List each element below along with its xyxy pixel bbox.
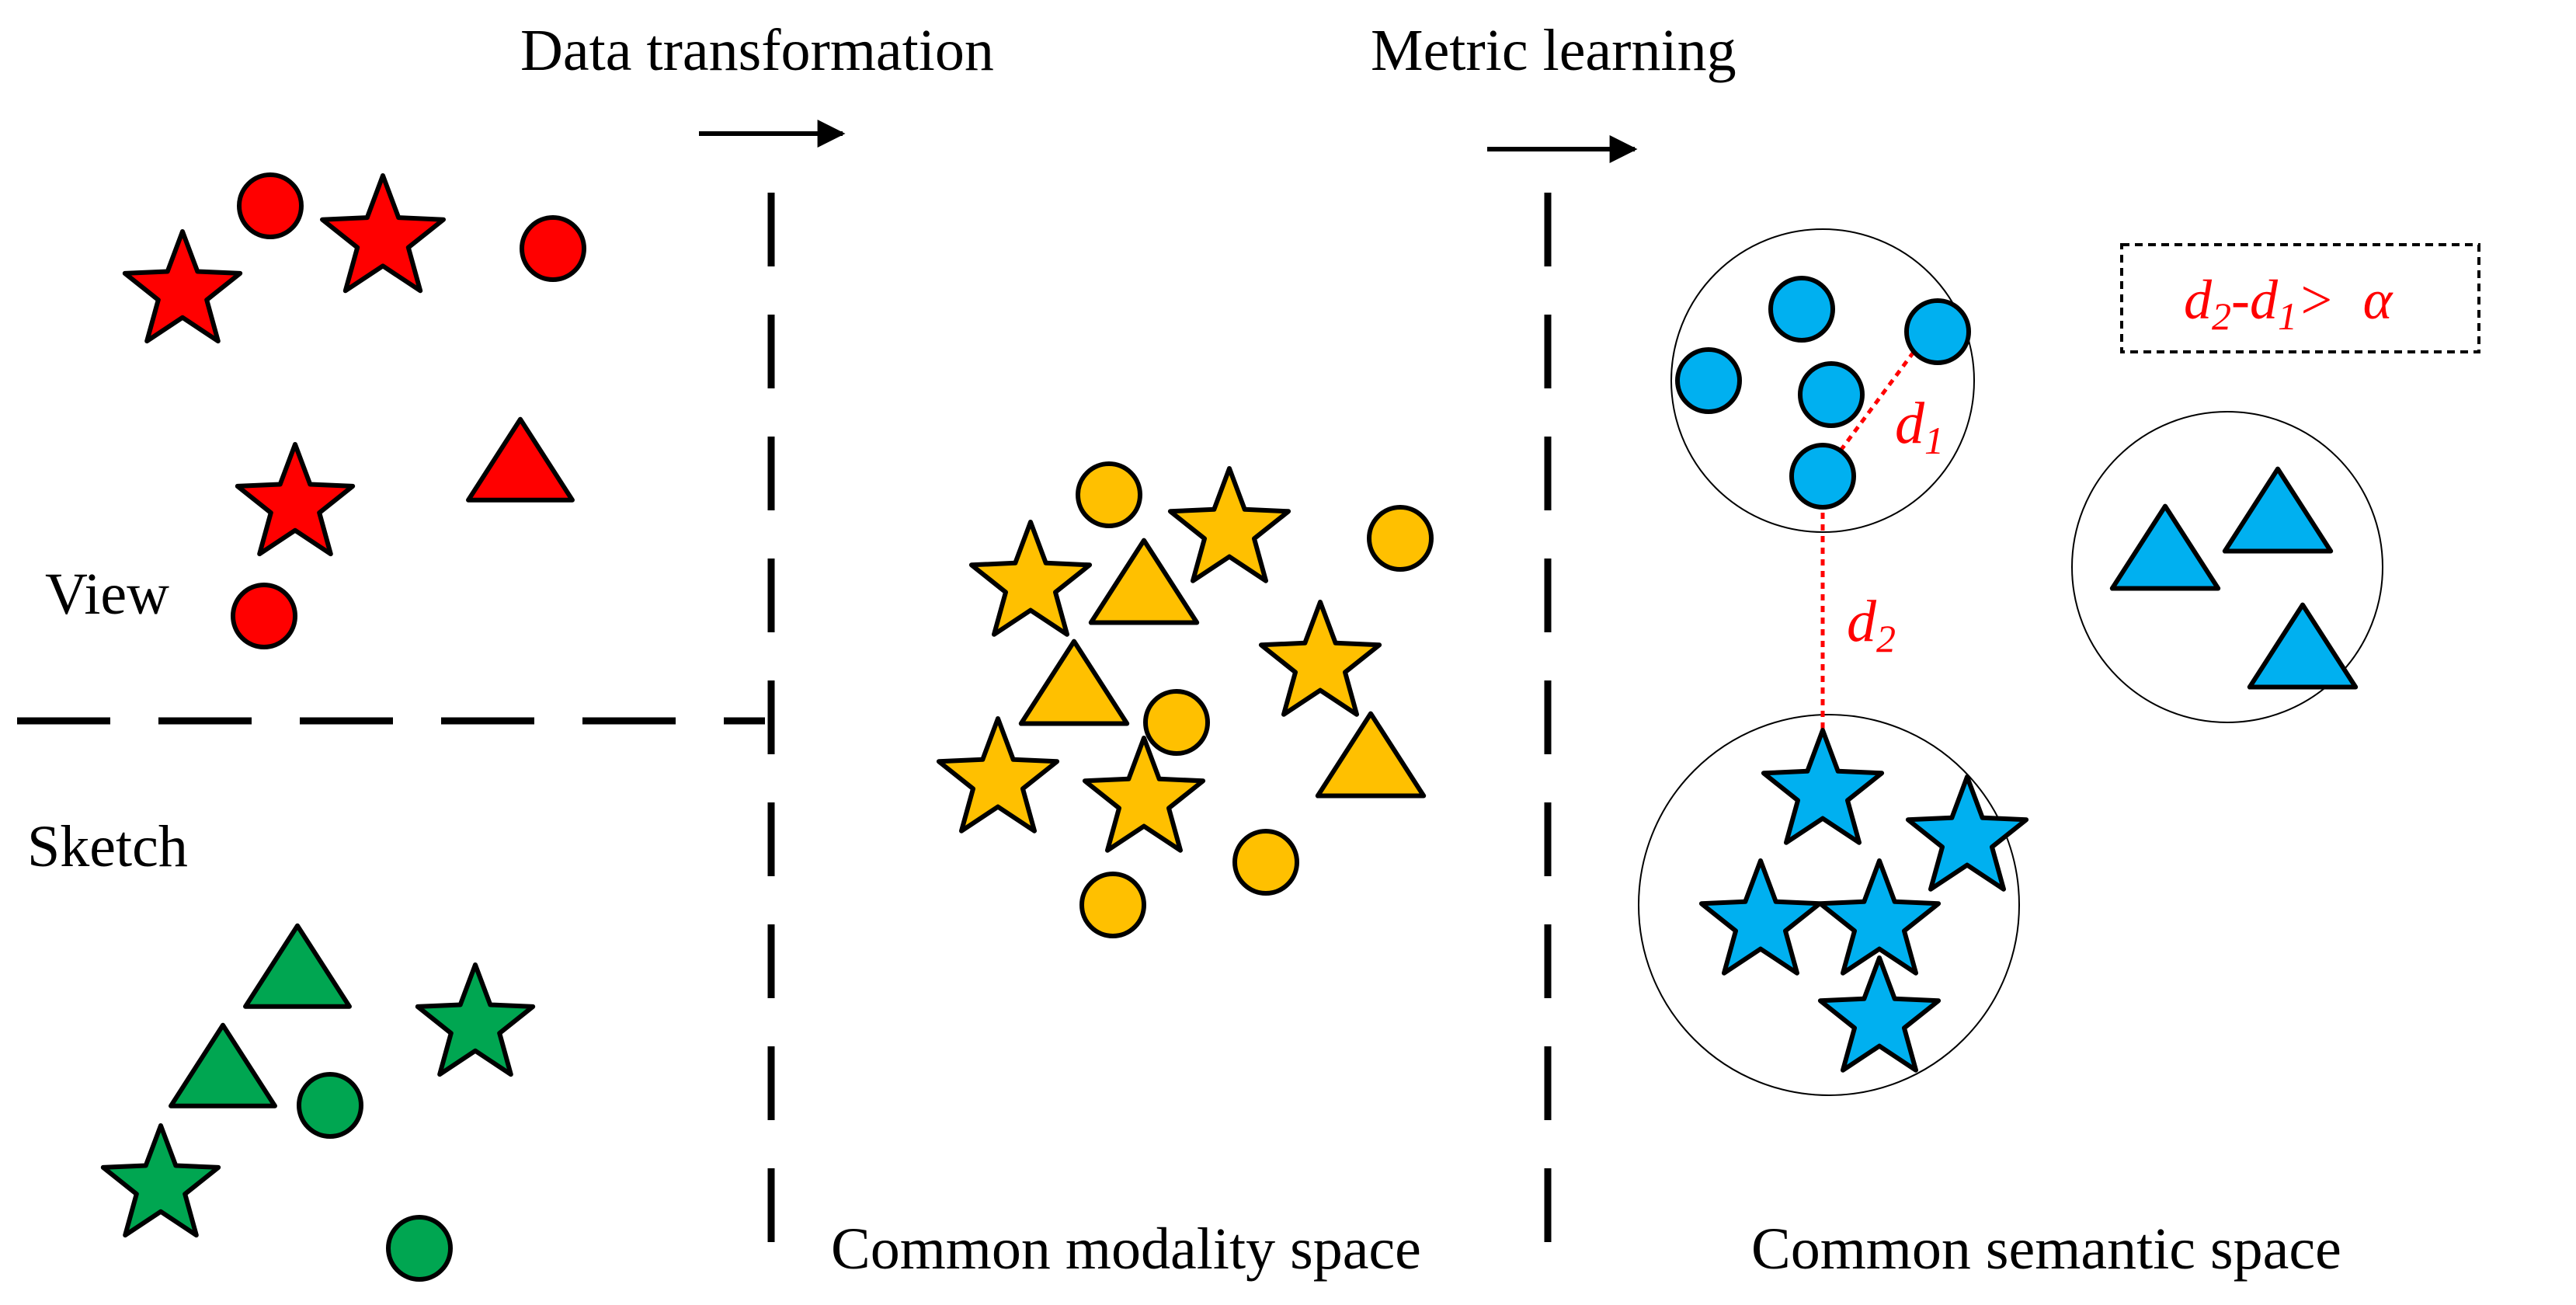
view-star-marker [235, 442, 356, 557]
semantic-star-marker [1905, 774, 2029, 892]
formula-box [2120, 243, 2480, 353]
d1-label: d1 [1895, 391, 1944, 462]
modality-star-marker [936, 716, 1060, 833]
d1-arrow [1823, 326, 1932, 469]
modality-star-marker [1167, 466, 1291, 583]
semantic-star-marker [1817, 955, 1942, 1073]
view-circle-marker [520, 215, 586, 282]
modality-circle-marker [1143, 689, 1210, 756]
sketch-star-marker [100, 1123, 221, 1238]
view-star-marker [122, 229, 243, 344]
sketch-triangle-marker [169, 1022, 277, 1108]
sketch-circle-marker [386, 1215, 453, 1282]
sketch-triangle-marker [243, 923, 352, 1009]
common-modality-space-label: Common modality space [831, 1216, 1421, 1282]
view-circle-marker [231, 583, 297, 649]
modality-circle-marker [1367, 505, 1434, 572]
modality-circle-marker [1079, 872, 1146, 938]
modality-circle-marker [1232, 829, 1299, 896]
common-semantic-space-label: Common semantic space [1751, 1216, 2341, 1282]
view-star-marker [320, 173, 446, 294]
semantic-triangle-marker [2109, 503, 2221, 591]
view-label: View [45, 562, 169, 627]
semantic-circle-marker [1768, 276, 1835, 343]
modality-triangle-marker [1315, 711, 1427, 799]
semantic-circle-marker [1789, 443, 1856, 510]
semantic-circle-marker [1798, 361, 1865, 428]
semantic-circle-marker [1904, 298, 1971, 365]
semantic-triangle-marker [2247, 602, 2359, 690]
view-circle-marker [237, 172, 304, 239]
sketch-circle-marker [297, 1072, 363, 1139]
sketch-label: Sketch [27, 814, 188, 879]
modality-triangle-marker [1088, 538, 1200, 625]
margin-formula: d2-d1> α [2184, 269, 2393, 338]
modality-circle-marker [1076, 461, 1142, 528]
triangle-cluster-enclosure [2071, 411, 2383, 723]
modality-triangle-marker [1018, 639, 1130, 726]
semantic-star-marker [1761, 728, 1885, 845]
semantic-star-marker [1698, 858, 1823, 976]
semantic-triangle-marker [2222, 466, 2334, 554]
modality-star-marker [1258, 600, 1382, 717]
data-transformation-label: Data transformation [520, 18, 994, 83]
modality-star-marker [1082, 736, 1206, 853]
metric-learning-label: Metric learning [1371, 18, 1736, 83]
view-triangle-marker [466, 416, 575, 503]
modality-star-marker [968, 520, 1093, 637]
shapes-layer [100, 172, 2359, 1282]
sketch-star-marker [415, 962, 536, 1077]
d2-label: d2 [1847, 589, 1896, 660]
semantic-star-marker [1817, 858, 1942, 976]
semantic-circle-marker [1675, 347, 1742, 414]
